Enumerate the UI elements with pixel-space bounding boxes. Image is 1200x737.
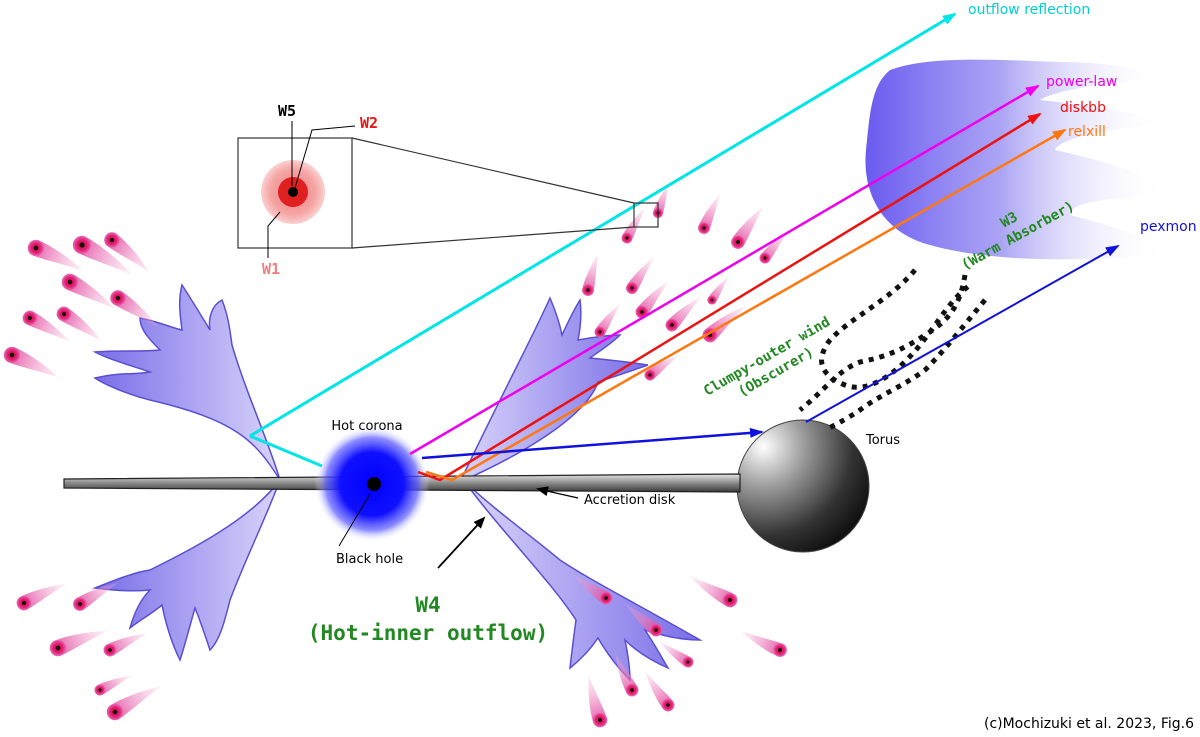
zoom-line-top <box>351 137 635 204</box>
label-w5: W5 <box>278 102 296 120</box>
label-accretion-disk: Accretion disk <box>584 493 676 508</box>
w4-pointer <box>437 516 486 569</box>
label-power-law: power-law <box>1046 74 1117 90</box>
ray-diskbb <box>417 112 1042 482</box>
label-hot-inner-outflow: (Hot-inner outflow) <box>308 621 548 645</box>
ray-power-law <box>409 84 1040 456</box>
clumps-left <box>1 229 165 724</box>
label-w3: W3 <box>998 209 1021 231</box>
ray-outflow-reflection-a <box>249 434 323 468</box>
left-outflow-upper <box>92 283 281 481</box>
ray-pexmon <box>805 245 1120 423</box>
label-hot-corona: Hot corona <box>331 419 402 434</box>
label-pexmon: pexmon <box>1140 219 1197 235</box>
ray-corona-to-torus <box>421 427 764 460</box>
torus-sphere <box>736 419 870 553</box>
black-hole <box>367 477 381 491</box>
left-outflow-lower <box>92 479 281 662</box>
w2-leader <box>294 125 356 189</box>
ray-relxill <box>425 128 1067 482</box>
clumpy-obscurer-paths <box>798 268 987 433</box>
w5-core <box>288 187 298 197</box>
zoom-line-bottom <box>351 226 635 249</box>
label-w4: W4 <box>415 593 440 617</box>
label-diskbb: diskbb <box>1060 100 1106 116</box>
zoom-source-box <box>633 202 659 228</box>
label-w1: W1 <box>262 260 280 278</box>
black-hole-pointer <box>338 493 371 547</box>
label-torus: Torus <box>865 433 900 448</box>
label-w2: W2 <box>360 114 378 132</box>
label-relxill: relxill <box>1068 124 1106 140</box>
w1-leader <box>267 211 281 258</box>
ray-outflow-reflection-b <box>249 12 957 438</box>
label-outflow-reflection: outflow reflection <box>968 2 1090 18</box>
label-black-hole: Black hole <box>336 552 403 567</box>
right-outflow-upper <box>458 296 649 484</box>
accretion-disk-pointer <box>536 486 579 499</box>
label-credit: (c)Mochizuki et al. 2023, Fig.6 <box>984 716 1194 732</box>
